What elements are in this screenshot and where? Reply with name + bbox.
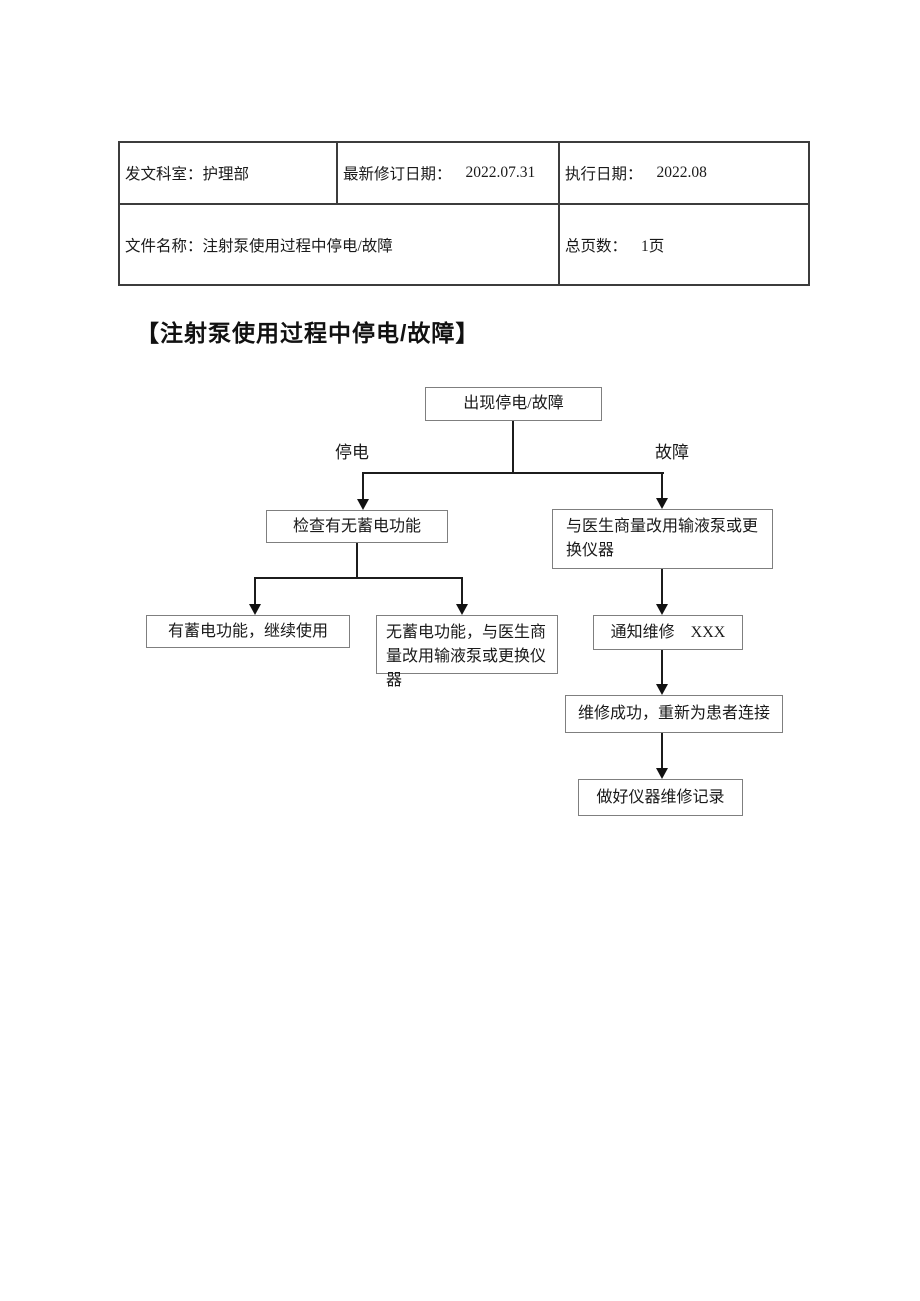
branch-label-power-outage: 停电: [335, 443, 369, 462]
arrow-down-icon: [656, 684, 668, 695]
cell-total-pages: 总页数： 1页: [560, 205, 808, 284]
revision-date-value: 2022.07.31: [465, 164, 536, 181]
table-row: 文件名称：注射泵使用过程中停电/故障 总页数： 1页: [120, 205, 808, 284]
connector-line: [661, 472, 663, 499]
document-name-text: 文件名称：注射泵使用过程中停电/故障: [125, 237, 393, 255]
cell-issuing-department: 发文科室：护理部: [120, 143, 338, 203]
connector-line: [512, 421, 514, 474]
connector-line: [254, 577, 256, 605]
connector-line: [661, 650, 663, 685]
connector-line: [254, 577, 463, 579]
arrow-down-icon: [249, 604, 261, 615]
flow-node-maintenance-record: 做好仪器维修记录: [578, 779, 743, 816]
connector-line: [661, 569, 663, 605]
arrow-down-icon: [456, 604, 468, 615]
arrow-down-icon: [656, 604, 668, 615]
connector-line: [661, 733, 663, 769]
cell-execution-date: 执行日期： 2022.08: [560, 143, 808, 203]
arrow-down-icon: [656, 768, 668, 779]
document-header-table: 发文科室：护理部 最新修订日期： 2022.07.31 执行日期： 2022.0…: [118, 141, 810, 286]
cell-document-name: 文件名称：注射泵使用过程中停电/故障: [120, 205, 560, 284]
connector-line: [356, 543, 358, 579]
flowchart: 出现停电/故障 检查有无蓄电功能 与医生商量改用输液泵或更换仪器 有蓄电功能，继…: [146, 387, 783, 816]
flow-node-check-battery: 检查有无蓄电功能: [266, 510, 448, 543]
flow-node-has-battery: 有蓄电功能，继续使用: [146, 615, 350, 648]
flow-node-no-battery: 无蓄电功能，与医生商量改用输液泵或更换仪器: [376, 615, 558, 689]
connector-line: [362, 472, 664, 474]
table-row: 发文科室：护理部 最新修订日期： 2022.07.31 执行日期： 2022.0…: [120, 143, 808, 205]
revision-date-label: 最新修订日期：: [343, 166, 452, 183]
flow-node-consult-doctor: 与医生商量改用输液泵或更换仪器: [552, 509, 773, 569]
total-pages-value: 1页: [641, 237, 665, 255]
execution-date-value: 2022.08: [656, 164, 707, 181]
arrow-down-icon: [357, 499, 369, 510]
page-title: 【注射泵使用过程中停电/故障】: [136, 320, 480, 346]
cell-revision-date: 最新修订日期： 2022.07.31: [338, 143, 560, 203]
issuing-department-text: 发文科室：护理部: [125, 166, 250, 183]
flow-node-notify-maintenance: 通知维修 XXX: [593, 615, 743, 650]
connector-line: [362, 472, 364, 500]
execution-date-label: 执行日期：: [565, 166, 643, 183]
flow-node-start: 出现停电/故障: [425, 387, 602, 421]
arrow-down-icon: [656, 498, 668, 509]
flow-node-repair-success: 维修成功，重新为患者连接: [565, 695, 783, 733]
connector-line: [461, 577, 463, 605]
branch-label-fault: 故障: [655, 443, 689, 462]
total-pages-label: 总页数：: [565, 237, 628, 255]
